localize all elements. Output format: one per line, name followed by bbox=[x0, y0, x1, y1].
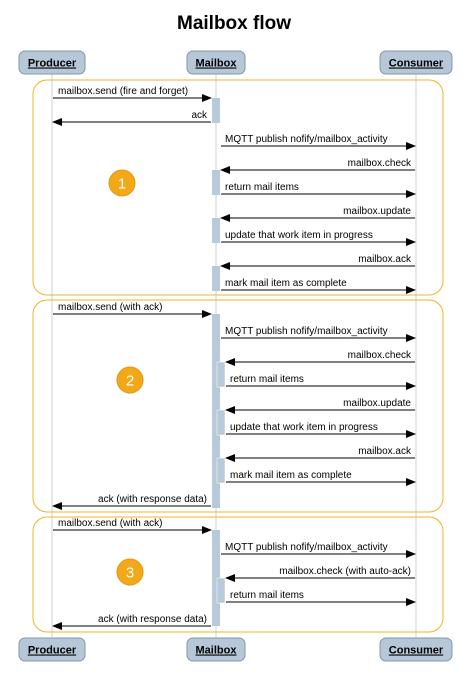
message-label: mailbox.check (with auto-ack) bbox=[279, 566, 411, 577]
group-number-badges: 1 2 3 bbox=[108, 169, 144, 586]
message-label: mailbox.send (with ack) bbox=[58, 302, 162, 313]
message-label: ack (with response data) bbox=[98, 494, 207, 505]
activation-bar bbox=[212, 530, 220, 626]
message-label: ack bbox=[191, 110, 208, 121]
message-label: mailbox.send (fire and forget) bbox=[58, 86, 188, 97]
message-label: update that work item in progress bbox=[230, 422, 378, 433]
message-label: mailbox.ack bbox=[358, 446, 412, 457]
message-label: update that work item in progress bbox=[225, 230, 373, 241]
group-badge-1: 1 bbox=[108, 169, 136, 197]
actor-box bbox=[379, 637, 453, 662]
badge-number: 3 bbox=[126, 565, 134, 582]
activation-bar bbox=[212, 266, 220, 291]
message-label: mailbox.send (with ack) bbox=[58, 518, 162, 529]
message-label: MQTT publish nofify/mailbox_activity bbox=[225, 134, 388, 145]
message-label: MQTT publish nofify/mailbox_activity bbox=[225, 542, 388, 553]
group-2-messages: mailbox.send (with ack) MQTT publish nof… bbox=[52, 302, 416, 510]
activation-bar-nested bbox=[216, 361, 226, 388]
actors-top: Producer Mailbox Consumer bbox=[18, 50, 453, 75]
group-3-messages: mailbox.send (with ack) MQTT publish nof… bbox=[52, 518, 416, 630]
activation-bar bbox=[212, 314, 220, 508]
activation-bar bbox=[212, 98, 220, 123]
actors-bottom: Producer Mailbox Consumer bbox=[18, 637, 453, 662]
activation-bar-nested bbox=[216, 409, 226, 436]
actor-label: Mailbox bbox=[196, 645, 238, 657]
message-label: mark mail item as complete bbox=[230, 470, 352, 481]
actor-box bbox=[379, 50, 453, 75]
message-label: ack (with response data) bbox=[98, 614, 207, 625]
actor-box bbox=[186, 50, 246, 75]
message-label: return mail items bbox=[230, 590, 304, 601]
activation-bar bbox=[212, 170, 220, 195]
badge-number: 2 bbox=[126, 373, 134, 390]
message-label: mailbox.update bbox=[343, 398, 411, 409]
actor-producer-bottom: Producer bbox=[18, 637, 86, 662]
group-badge-3: 3 bbox=[116, 558, 144, 586]
actor-label: Producer bbox=[28, 58, 77, 70]
actor-box bbox=[18, 50, 86, 75]
badge-circle bbox=[116, 558, 144, 586]
group-box-2 bbox=[32, 299, 444, 513]
actor-mailbox-bottom: Mailbox bbox=[186, 637, 246, 662]
activation-bar-nested bbox=[216, 577, 226, 604]
actor-box bbox=[186, 637, 246, 662]
diagram-title: Mailbox flow bbox=[177, 13, 291, 34]
group-badge-2: 2 bbox=[116, 366, 144, 394]
group-1-messages: mailbox.send (fire and forget) ack MQTT … bbox=[52, 86, 416, 294]
actor-label: Consumer bbox=[389, 645, 444, 657]
activation-bars bbox=[212, 98, 226, 626]
message-label: return mail items bbox=[230, 374, 304, 385]
actor-mailbox-top: Mailbox bbox=[186, 50, 246, 75]
message-label: mailbox.check bbox=[348, 350, 412, 361]
badge-circle bbox=[108, 169, 136, 197]
group-box-3 bbox=[32, 516, 444, 633]
actor-consumer-top: Consumer bbox=[379, 50, 453, 75]
message-label: mailbox.check bbox=[348, 158, 412, 169]
actor-box bbox=[18, 637, 86, 662]
badge-circle bbox=[116, 366, 144, 394]
message-label: mailbox.ack bbox=[358, 254, 412, 265]
message-label: MQTT publish nofify/mailbox_activity bbox=[225, 326, 388, 337]
actor-consumer-bottom: Consumer bbox=[379, 637, 453, 662]
actor-label: Mailbox bbox=[196, 58, 238, 70]
actor-producer-top: Producer bbox=[18, 50, 86, 75]
activation-bar-nested bbox=[216, 457, 226, 484]
message-label: mailbox.update bbox=[343, 206, 411, 217]
message-label: return mail items bbox=[225, 182, 299, 193]
badge-number: 1 bbox=[118, 176, 126, 193]
activation-bar bbox=[212, 218, 220, 243]
group-boxes bbox=[32, 79, 444, 633]
group-box-1 bbox=[32, 79, 444, 296]
actor-label: Consumer bbox=[389, 58, 444, 70]
message-label: mark mail item as complete bbox=[225, 278, 347, 289]
actor-label: Producer bbox=[28, 645, 77, 657]
